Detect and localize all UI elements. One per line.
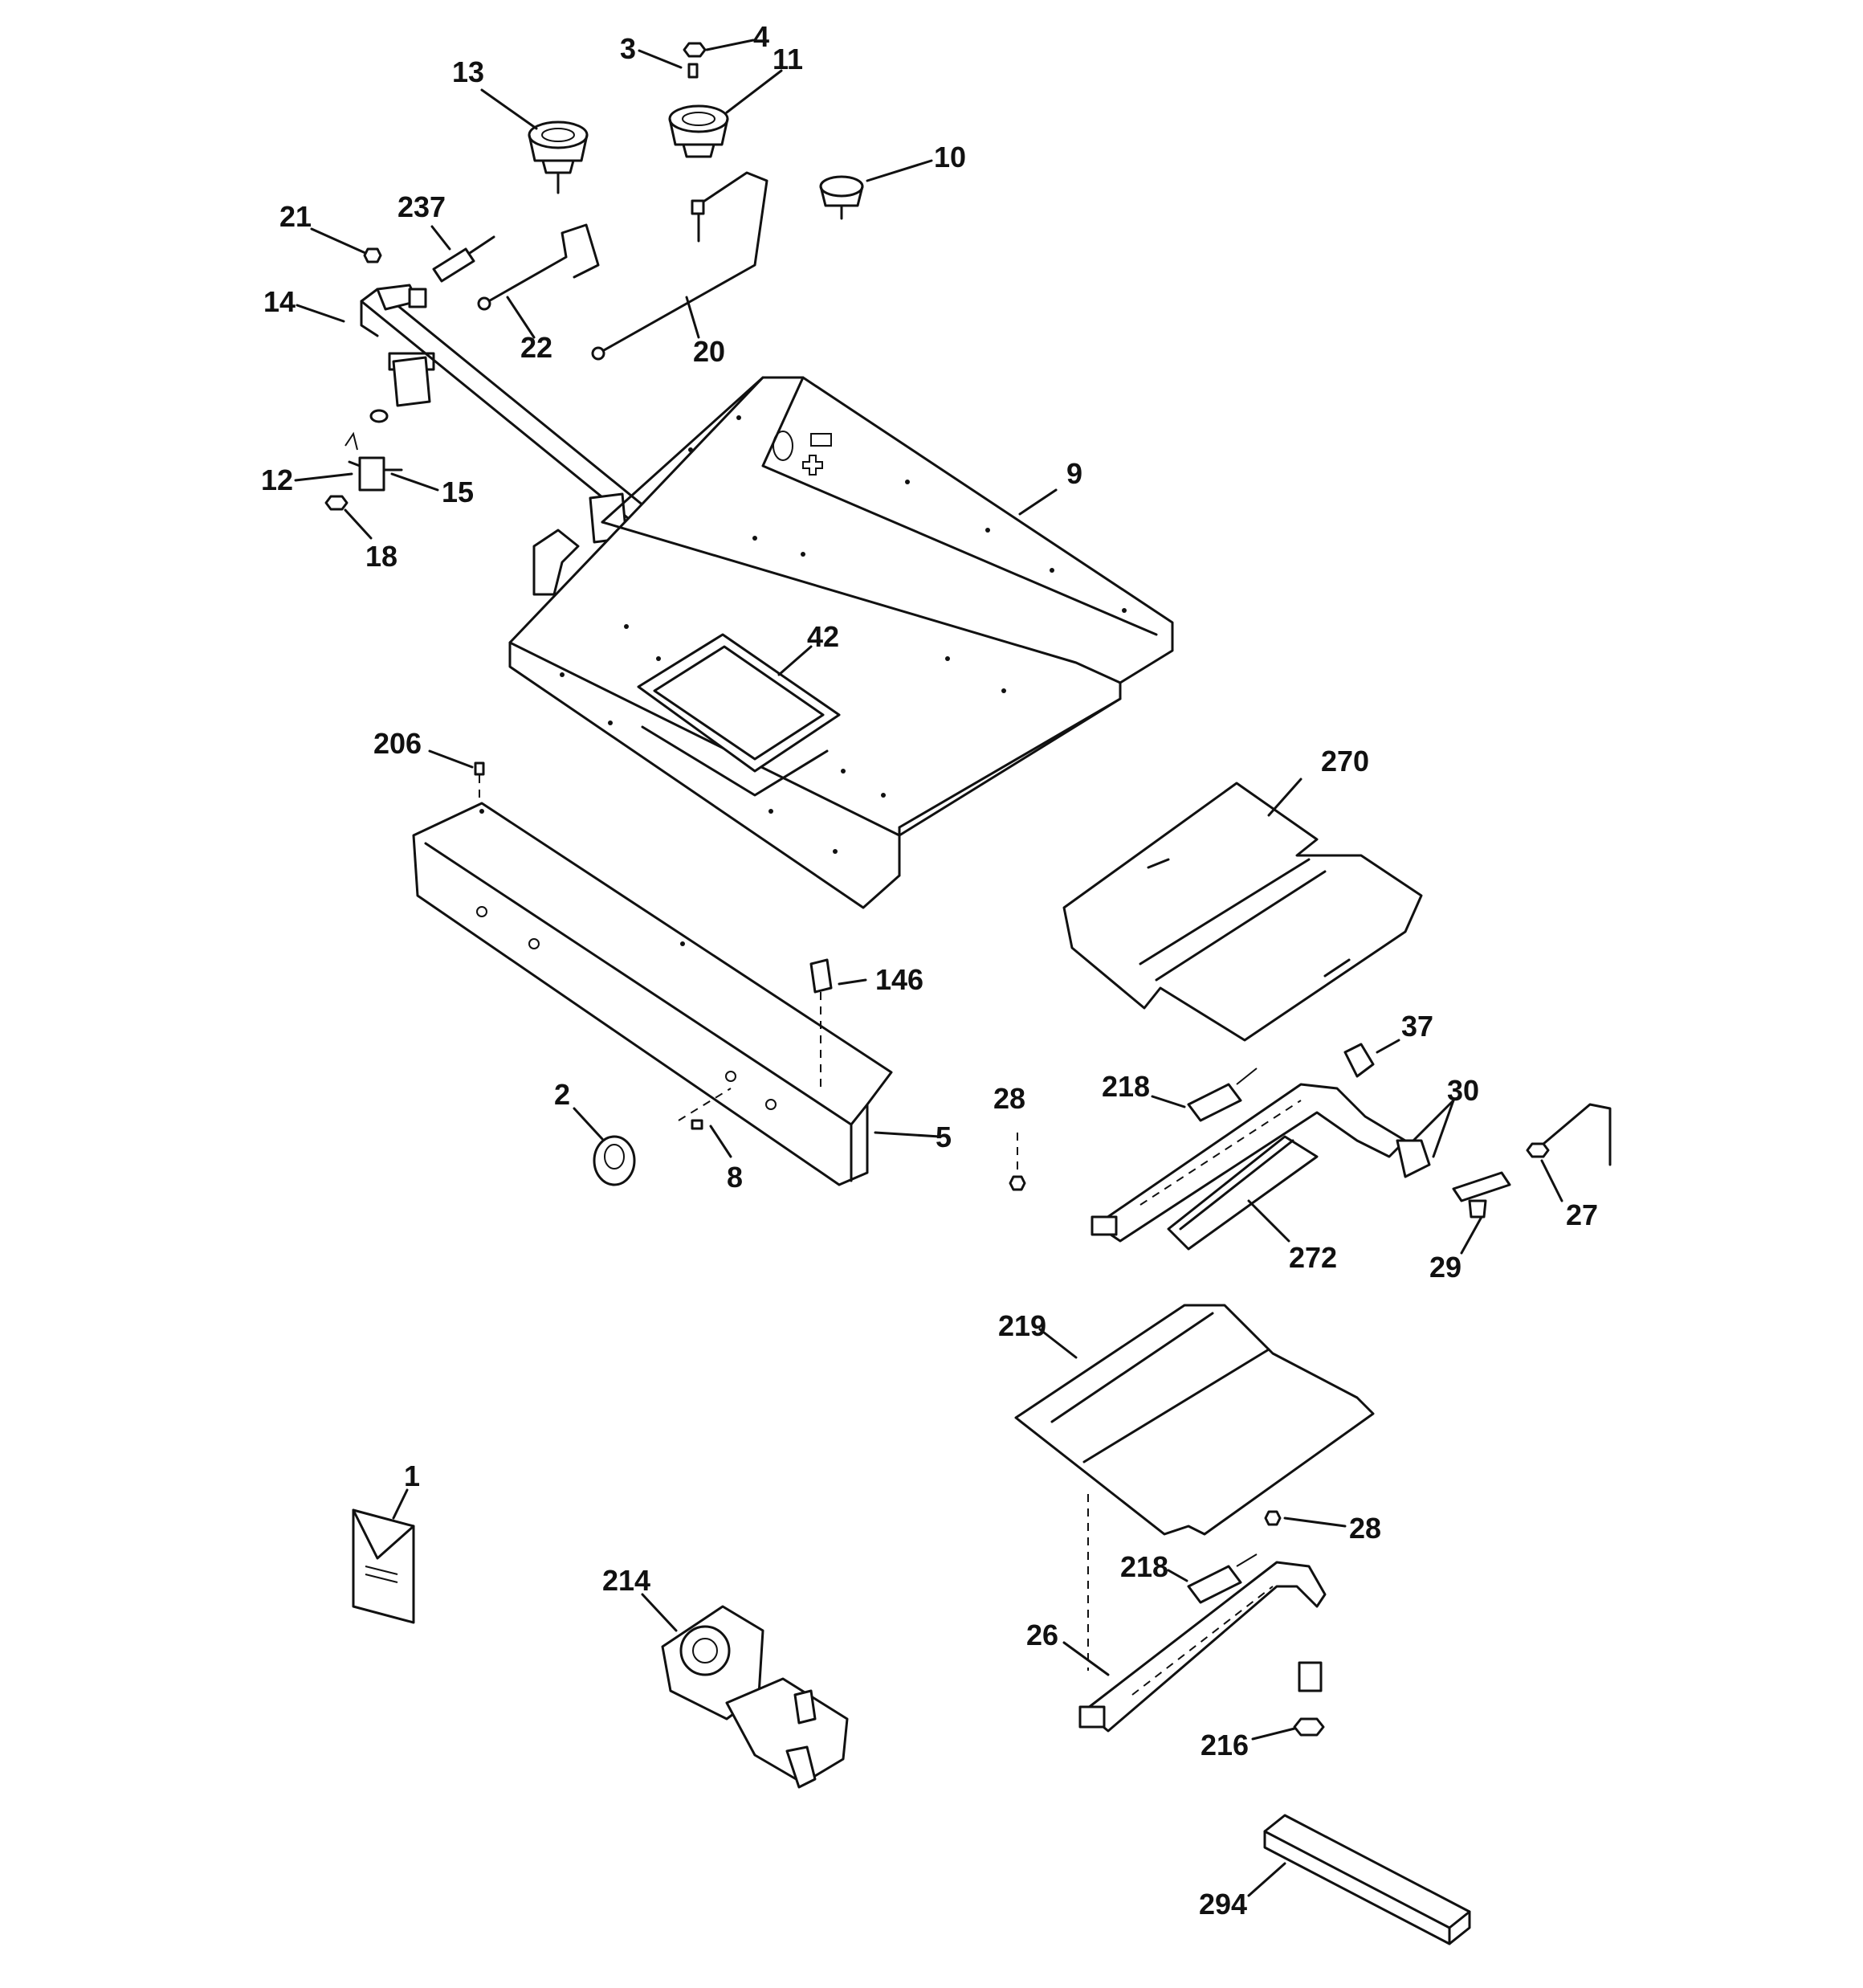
part-label-29: 29 (1429, 1251, 1461, 1284)
burner-head-11 (668, 104, 729, 158)
part-label-11: 11 (773, 43, 803, 76)
burner-tube-26 (1078, 1561, 1327, 1733)
part-label-218-lower: 218 (1120, 1550, 1168, 1583)
part-label-18: 18 (365, 540, 397, 573)
part-label-21: 21 (279, 200, 312, 233)
valve-12 (344, 431, 403, 492)
literature-envelope-1 (352, 1508, 415, 1624)
orifice-218-lower (1187, 1553, 1258, 1604)
part-labels: 3 4 11 13 10 21 237 14 22 20 9 12 15 18 … (261, 20, 1598, 1921)
part-label-5: 5 (936, 1121, 952, 1153)
clip-28-upper (1009, 1133, 1026, 1191)
part-label-2: 2 (554, 1078, 570, 1111)
part-label-30: 30 (1447, 1074, 1479, 1107)
screw-21 (363, 247, 382, 263)
manifold-panel-5 (412, 802, 893, 1186)
part-label-37: 37 (1401, 1010, 1433, 1043)
part-label-28-lower: 28 (1349, 1512, 1381, 1545)
clip-146 (809, 958, 833, 1088)
sleeve-30 (1396, 1139, 1431, 1178)
burner-head-13 (528, 120, 589, 194)
burner-head-10 (819, 175, 864, 220)
part-label-9: 9 (1066, 457, 1082, 490)
sleeve-lower (1298, 1661, 1323, 1692)
bracket-37 (1343, 1043, 1375, 1078)
part-label-28-upper: 28 (993, 1082, 1025, 1115)
part-label-10: 10 (934, 141, 966, 173)
part-label-272: 272 (1289, 1241, 1337, 1274)
baffle-272 (1167, 1135, 1319, 1251)
shield-219 (1014, 1304, 1375, 1671)
orifice-218-upper (1187, 1067, 1258, 1122)
valve-assembly-214 (661, 1605, 849, 1789)
clip-28-lower (1264, 1510, 1282, 1526)
part-label-42: 42 (807, 620, 839, 653)
bracket-294 (1263, 1814, 1471, 1945)
nut-18 (324, 495, 349, 511)
burner-box-9 (508, 376, 1174, 909)
part-label-294: 294 (1199, 1888, 1247, 1921)
fitting-237 (432, 235, 495, 283)
part-label-14: 14 (263, 285, 296, 318)
part-label-1: 1 (404, 1459, 420, 1492)
part-label-214: 214 (602, 1564, 650, 1597)
part-label-218-upper: 218 (1102, 1070, 1150, 1103)
part-label-26: 26 (1026, 1619, 1058, 1651)
part-label-27: 27 (1566, 1198, 1598, 1231)
part-label-13: 13 (452, 55, 484, 88)
gas-tube-22 (477, 223, 600, 311)
screw-206 (474, 761, 485, 803)
leader-lines (294, 39, 1563, 1897)
washer (369, 409, 389, 423)
part-label-270: 270 (1321, 745, 1369, 778)
shield-270 (1062, 782, 1423, 1042)
tube-27 (1526, 1103, 1612, 1166)
nut-216 (1293, 1717, 1325, 1737)
part-label-237: 237 (397, 190, 446, 223)
part-label-146: 146 (875, 963, 923, 996)
part-label-22: 22 (520, 331, 552, 364)
part-label-3: 3 (620, 32, 636, 65)
box-holes (560, 415, 1127, 854)
part-label-206: 206 (373, 727, 422, 760)
access-cover-42 (637, 633, 841, 797)
part-label-20: 20 (693, 335, 725, 368)
part-label-12: 12 (261, 463, 293, 496)
knob-2 (593, 1135, 636, 1186)
screw-8 (678, 1088, 732, 1130)
part-label-4: 4 (753, 20, 769, 53)
gas-tube-20 (591, 171, 768, 361)
part-label-15: 15 (442, 476, 474, 508)
orifice-29 (1452, 1171, 1511, 1219)
burner-tube-upper (1090, 1083, 1407, 1243)
nut-4 (683, 42, 707, 58)
screw-3 (687, 63, 699, 79)
part-label-219: 219 (998, 1309, 1046, 1342)
part-label-216: 216 (1201, 1729, 1249, 1761)
part-label-8: 8 (727, 1161, 743, 1194)
